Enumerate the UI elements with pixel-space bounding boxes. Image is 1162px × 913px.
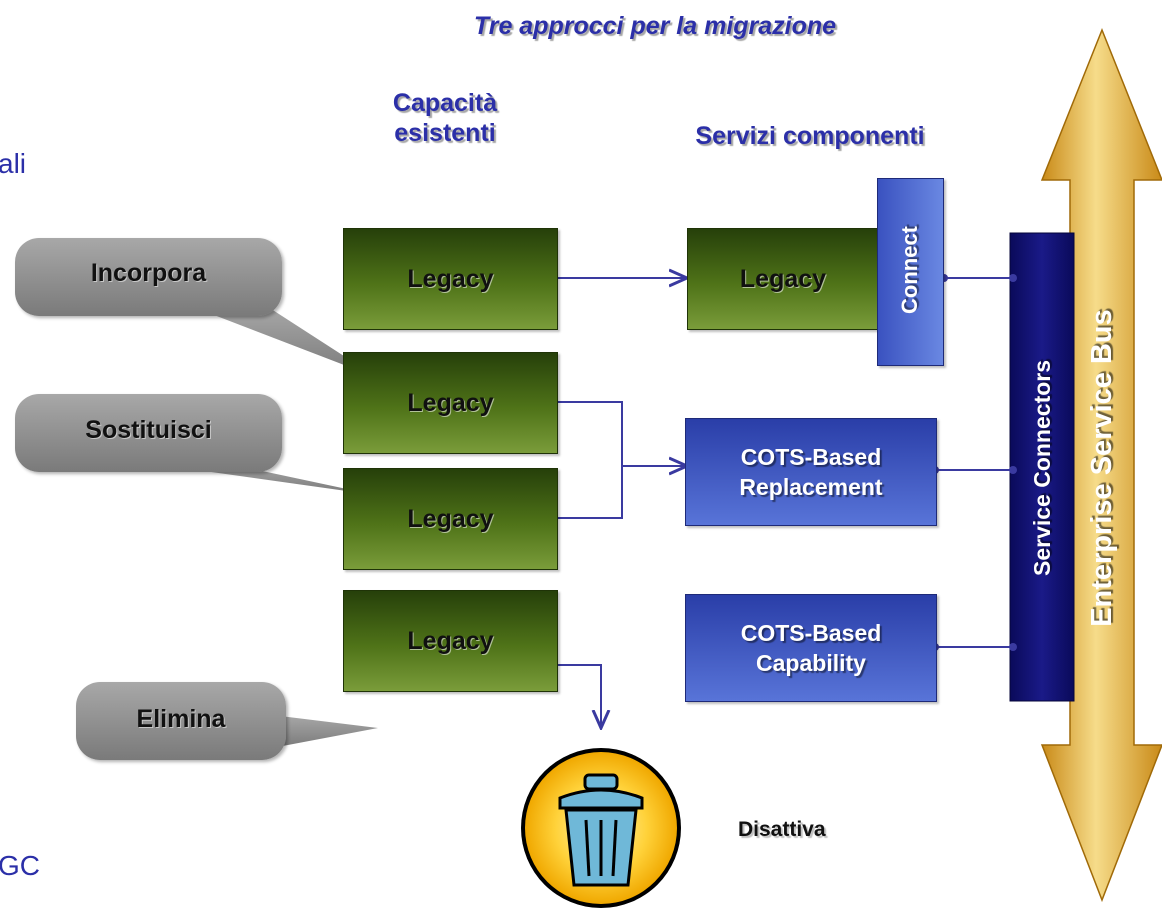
column-header-existing: Capacità esistenti — [345, 88, 545, 148]
target-legacy-box: Legacy — [687, 228, 879, 330]
cots-replacement-line2: Replacement — [739, 474, 883, 500]
incorpora-callout — [15, 238, 282, 316]
column-header-services: Servizi componenti — [695, 122, 925, 150]
diagram-title: Tre approcci per la migrazione — [473, 12, 837, 40]
cots-capability-box: COTS-Based Capability — [685, 594, 937, 702]
connect-box — [877, 178, 944, 366]
incorpora-label: Incorpora — [90, 259, 207, 287]
elimina-bubble-tail — [272, 715, 378, 748]
elimina-callout — [76, 682, 286, 760]
edge-text-top: ali — [0, 148, 27, 179]
legacy-box-1-label: Legacy — [407, 264, 494, 293]
cots-capability-line2: Capability — [756, 650, 866, 676]
capability-link-dot-end — [1009, 643, 1017, 651]
target-legacy-label: Legacy — [739, 264, 827, 293]
legacy-to-trash-arrow — [557, 664, 601, 726]
column-header-existing-line2: esistenti — [394, 119, 496, 147]
incorpora-bubble-tail — [188, 305, 378, 378]
legacy-box-3-label: Legacy — [407, 504, 494, 533]
replacement-link-dot-end — [1009, 466, 1017, 474]
legacy-box-1: Legacy — [343, 228, 558, 330]
disattiva-label: Disattiva — [738, 818, 826, 841]
connect-label: Connect — [897, 226, 922, 314]
legacy-box-4: Legacy — [343, 590, 558, 692]
cots-replacement-box: COTS-Based Replacement — [685, 418, 937, 526]
merge-line-top — [557, 401, 623, 466]
trash-can-icon — [521, 748, 681, 908]
legacy-box-2-label: Legacy — [407, 388, 494, 417]
legacy-box-4-label: Legacy — [407, 626, 494, 655]
connect-link-dot-end — [1009, 274, 1017, 282]
legacy-box-2: Legacy — [343, 352, 558, 454]
service-connectors-bar — [1009, 232, 1075, 702]
cots-replacement-line1: COTS-Based — [740, 444, 882, 470]
service-connectors-label: Service Connectors — [1029, 359, 1055, 577]
merge-line-bottom — [557, 466, 623, 519]
enterprise-bus-label: Enterprise Service Bus — [1086, 309, 1118, 627]
edge-text-bottom: GC — [0, 850, 40, 881]
elimina-label: Elimina — [136, 705, 226, 733]
sostituisci-label: Sostituisci — [85, 416, 212, 444]
sostituisci-callout — [15, 394, 282, 472]
column-header-existing-line1: Capacità — [392, 89, 498, 117]
cots-capability-line1: COTS-Based — [740, 620, 882, 646]
legacy-box-3: Legacy — [343, 468, 558, 570]
